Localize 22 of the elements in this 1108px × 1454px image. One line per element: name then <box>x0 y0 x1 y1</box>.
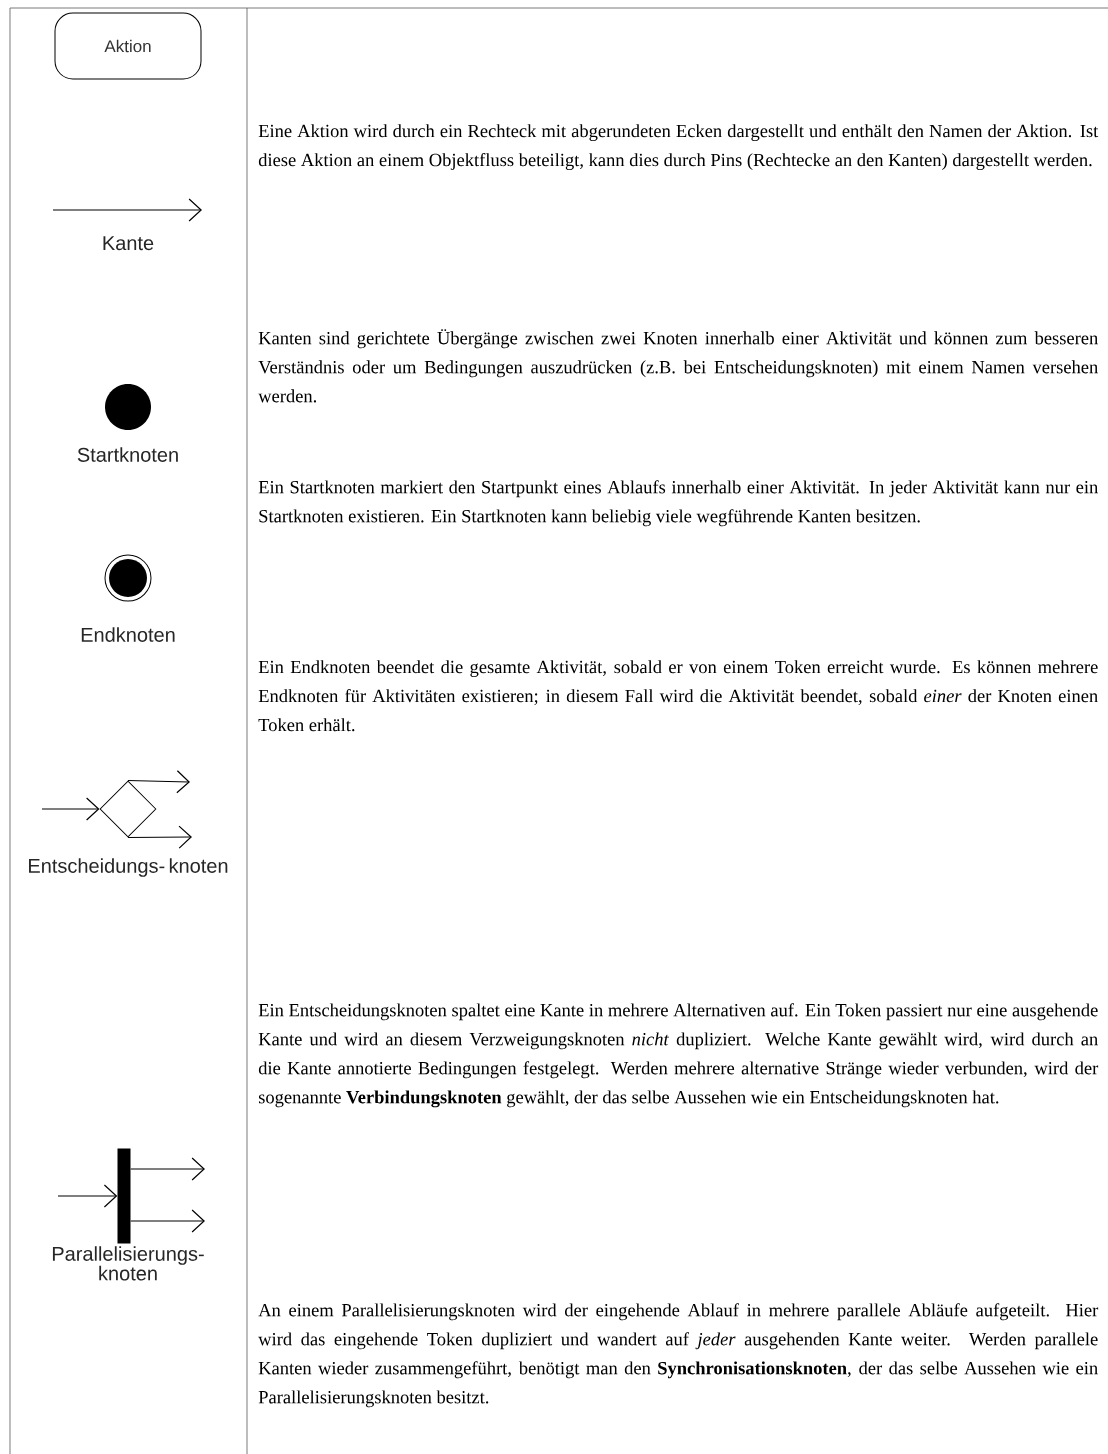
paragraph: An einem Parallelisierungsknoten wird der eingehende Ablauf in mehrere parallele Abläufe aufgeteilt. Hier wird das eingehende Token dupliziert und wandert auf jeder ausgehenden Kante weiter. Werden parallele Kanten wieder zusammengeführt, benötigt man den Synchronisationsknoten, der das selbe Aussehen wie ein Parallelisierungsknoten besitzt. <box>258 1303 1099 1408</box>
start-node-symbol <box>105 384 151 430</box>
paragraph: Ein Entscheidungsknoten spaltet eine Kante in mehrere Alternativen auf. Ein Token passiert nur eine ausgehende Kante und wird an diesem Verzweigungsknoten nicht dupliziert. Welche Kante gewählt wird, wird durch an die Kante annotierte Bedingungen festgelegt. Werden mehrere alternative Stränge wieder verbunden, wird der sogenannte Verbindungsknoten gewählt, der das selbe Aussehen wie ein Entscheidungsknoten hat. <box>258 1003 1099 1108</box>
arrow <box>127 825 192 849</box>
paragraph: Ein Startknoten markiert den Startpunkt eines Ablaufs innerhalb einer Aktivität. In jeder Aktivität kann nur ein Startknoten existieren. Ein Startknoten kann beliebig viele wegführende Kanten besitzen. <box>258 480 1098 527</box>
action-box: Aktion <box>54 12 202 80</box>
node-caption: Startknoten <box>77 447 178 462</box>
arrow <box>130 1157 205 1181</box>
node-caption: Endknoten <box>81 627 175 642</box>
arrow <box>41 797 100 821</box>
end-node-symbol <box>104 554 152 602</box>
paragraph: Kanten sind gerichtete Übergänge zwischen zwei Knoten innerhalb einer Aktivität und können zum besseren Verständnis oder um Bedingungen auszudrücken (z.B. bei Entscheidungsknoten) mit einem Namen versehen werden. <box>258 329 1098 403</box>
node-caption: Entscheidungs- knoten <box>29 858 228 877</box>
arrow <box>130 1209 205 1233</box>
symbol-caption: Kante <box>103 236 154 251</box>
decision-diamond <box>99 780 157 838</box>
arrow <box>127 770 190 794</box>
paragraph: Ein Endknoten beendet die gesamte Aktivität, sobald er von einem Token erreicht wurde. Es können mehrere Endknoten für Aktivitäten existieren; in diesem Fall wird die Aktivität beendet, sobald einer der Knoten einen Token erhält. <box>258 660 1098 732</box>
arrow <box>57 1184 118 1208</box>
paragraph: Eine Aktion wird durch ein Rechteck mit abgerundeten Ecken dargestellt und enthält den Namen der Aktion. Ist diese Aktion an einem Objektfluss beteiligt, kann dies durch Pins (Rechtecke an den Kanten) dargestellt werden. <box>258 124 1099 171</box>
fork-bar <box>117 1148 131 1244</box>
node-caption: Parallelisierungs- knoten <box>52 1246 204 1281</box>
